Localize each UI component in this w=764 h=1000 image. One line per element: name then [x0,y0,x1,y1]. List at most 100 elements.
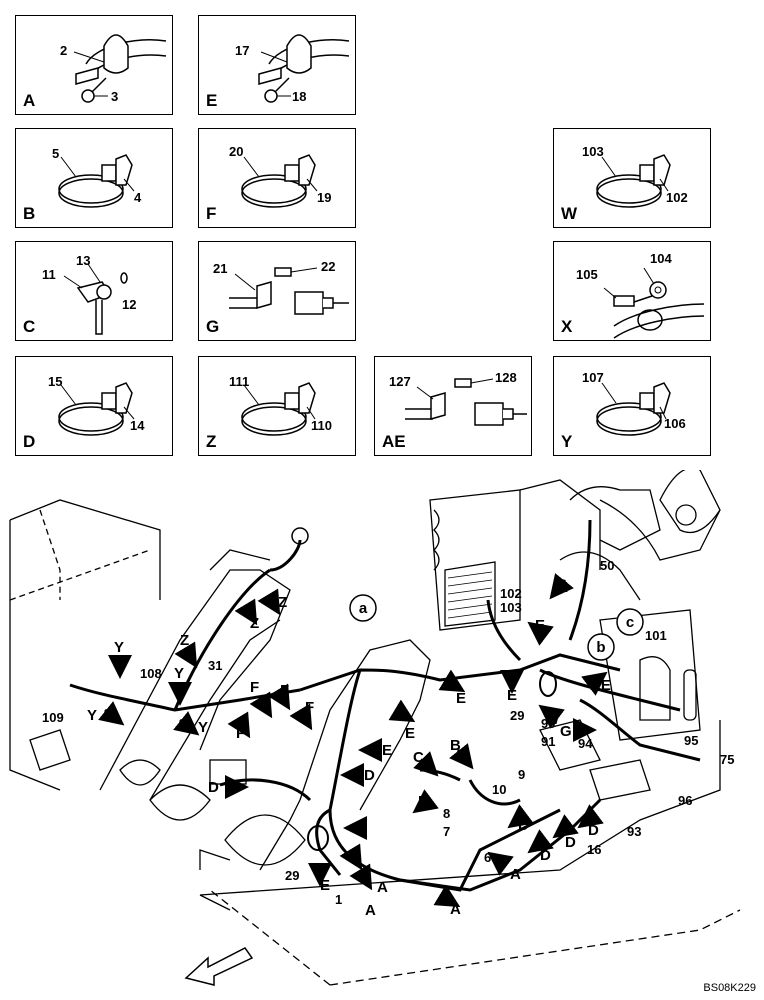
part-number: 75 [720,752,734,767]
part-number: 17 [235,43,250,58]
part-number: 101 [645,628,667,643]
part-number: 105 [576,267,598,282]
panel-letter: E [206,91,218,110]
svg-text:Z: Z [278,594,287,611]
svg-text:F: F [250,679,259,696]
part-number: 50 [600,558,614,573]
panel-letter: G [206,317,220,336]
part-number: 102 [666,190,688,205]
svg-text:Y: Y [114,639,124,656]
svg-text:Y: Y [174,665,184,682]
panel-z: 111 110 Z [198,356,356,456]
svg-text:E: E [558,579,568,596]
panel-w: 103 102 W [553,128,711,228]
detail-arrows: Y Y Y Y Z Z Z F F F F E E E E E E E E [87,573,611,919]
panel-letter: D [23,432,36,451]
svg-text:Z: Z [250,615,259,632]
panel-ae: 127 128 AE [374,356,532,456]
svg-text:D: D [565,834,576,851]
band-clip-d-drawing [58,382,135,436]
band-clip-f-drawing [241,154,318,208]
part-number: 4 [134,190,142,205]
panel-b: 5 4 B [15,128,173,228]
band-clip-w-drawing [596,154,671,208]
svg-text:E: E [535,617,545,634]
svg-text:D: D [208,779,219,796]
svg-text:D: D [518,817,529,834]
part-number: 91 [541,734,555,749]
panel-a: 2 3 A [15,15,173,115]
panel-c: 13 11 12 C [15,241,173,341]
connector-g-drawing [229,267,349,315]
part-number: 29 [510,708,524,723]
panel-x: 104 105 X [553,241,711,341]
part-number: 110 [311,418,332,433]
svg-text:C: C [413,749,424,766]
panel-letter: Z [206,432,217,451]
svg-text:D: D [418,793,429,810]
svg-text:Y: Y [198,719,208,736]
front-direction-arrow-icon [184,947,254,986]
clamp-a-drawing [73,34,167,103]
panel-letter: B [23,204,36,223]
part-number: 3 [111,89,119,104]
wire-harness [69,519,701,892]
part-number: 95 [684,733,698,748]
svg-text:E: E [456,690,466,707]
svg-text:D: D [364,767,375,784]
part-number: 13 [76,253,91,268]
clamp-x-drawing [603,267,705,339]
part-number: 103 [500,600,522,615]
panel-f: 20 19 F [198,128,356,228]
part-number: 14 [130,418,145,433]
svg-text:G: G [560,723,572,740]
harness-assembly-drawing: a b c 108 31 109 102 103 50 101 29 91 94… [9,470,741,986]
svg-text:F: F [305,699,314,716]
svg-text:A: A [510,866,521,883]
svg-text:B: B [450,737,461,754]
panel-e: 17 18 E [198,15,356,115]
part-number: 108 [140,666,162,681]
panel-letter: X [561,317,573,336]
band-clip-b-drawing [58,154,135,208]
circle-label: a [359,600,368,617]
panel-letter: AE [382,432,406,451]
part-number: 128 [495,370,517,385]
frame-outline [9,470,741,986]
drawing-reference-code: BS08K229 [703,982,756,994]
circle-label: c [626,614,634,631]
svg-text:D: D [540,847,551,864]
part-number: 16 [587,842,601,857]
part-number: 11 [42,267,56,282]
part-number: 106 [664,416,686,431]
panel-letter: W [561,204,578,223]
svg-text:Y: Y [87,707,97,724]
svg-text:E: E [382,742,392,759]
svg-text:E: E [507,687,517,704]
band-clip-z-drawing [241,382,316,436]
panel-y: 107 106 Y [553,356,711,456]
part-number: 109 [42,710,64,725]
part-number: 7 [443,824,450,839]
panel-letter: C [23,317,36,336]
band-clip-y-drawing [596,382,671,436]
panel-letter: F [206,204,217,223]
part-number: 1 [335,892,342,907]
part-number: 21 [213,261,228,276]
part-number: 10 [492,782,506,797]
part-number: 8 [443,806,450,821]
part-number: 20 [229,144,244,159]
panel-letter: A [23,91,36,110]
part-number: 18 [292,89,307,104]
part-number: 102 [500,586,522,601]
svg-text:A: A [450,901,461,918]
part-number: 15 [48,374,63,389]
svg-text:A: A [377,879,388,896]
svg-text:W: W [545,711,560,728]
svg-text:E: E [405,725,415,742]
circle-label: b [596,639,605,656]
part-number: 9 [518,767,525,782]
part-number: 127 [389,374,411,389]
reference-circles [349,594,644,661]
part-number: 111 [229,374,250,389]
